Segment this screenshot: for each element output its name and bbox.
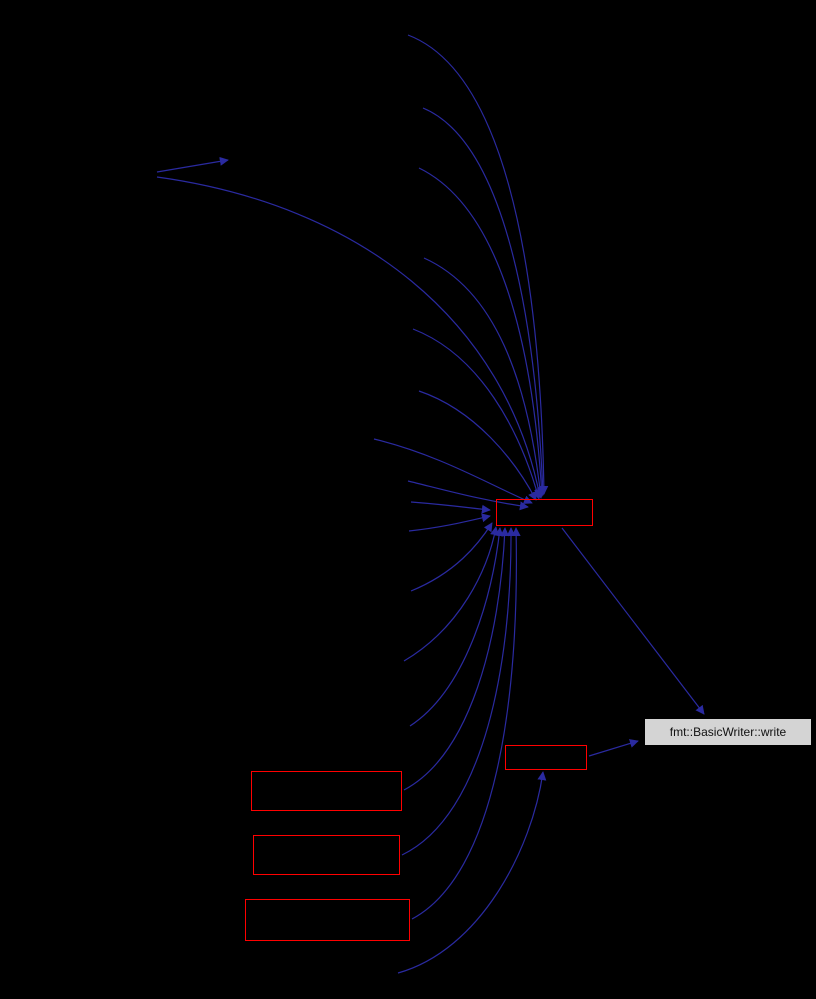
edge — [408, 513, 491, 532]
edge — [407, 34, 549, 495]
edge — [418, 167, 547, 497]
edge — [156, 176, 543, 498]
edge — [156, 156, 229, 173]
edge — [407, 480, 529, 511]
edge — [411, 527, 521, 920]
edge — [418, 390, 537, 501]
edge — [403, 526, 499, 662]
edge — [401, 527, 516, 856]
edge — [397, 771, 547, 974]
caller-node-3[interactable] — [245, 899, 410, 941]
edge — [422, 107, 548, 496]
caller-node-2[interactable] — [253, 835, 400, 875]
edge — [409, 527, 504, 727]
write-node[interactable]: fmt::BasicWriter::write — [645, 719, 811, 745]
central-node[interactable] — [496, 499, 593, 526]
edge — [588, 739, 639, 757]
caller-node-1[interactable] — [251, 771, 402, 811]
edge — [561, 527, 705, 715]
edge — [423, 257, 545, 499]
mid-callee-node[interactable] — [505, 745, 587, 770]
edge — [410, 522, 493, 592]
edge — [373, 438, 533, 504]
edge — [410, 501, 491, 514]
edge — [403, 527, 510, 791]
edge — [412, 328, 542, 500]
